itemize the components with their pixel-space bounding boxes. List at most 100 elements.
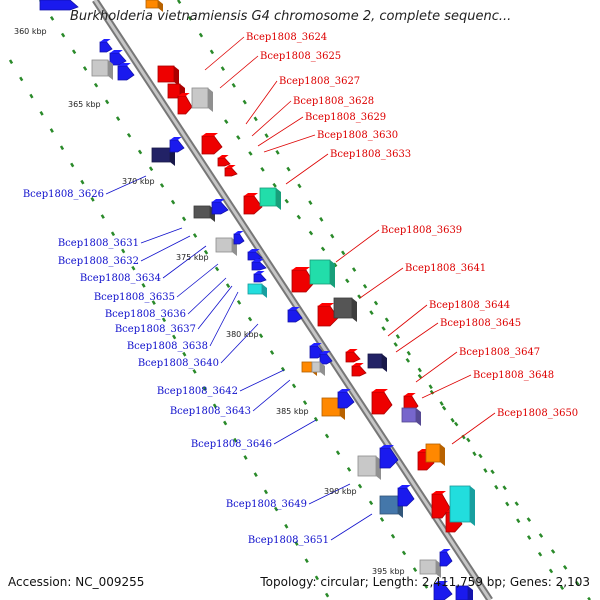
- tick-label: 360 kbp: [14, 27, 47, 36]
- gene-arrow-top: [225, 165, 236, 168]
- gene-arrow: [169, 139, 185, 153]
- leader-line: [209, 291, 239, 347]
- gene-feature: [117, 63, 135, 81]
- tick-label: 375 kbp: [176, 253, 209, 262]
- gene-feature: [439, 549, 453, 567]
- leader-line: [220, 323, 259, 364]
- leader-line: [451, 412, 496, 445]
- tick-label: 365 kbp: [68, 100, 101, 109]
- gene-arrow: [224, 167, 238, 177]
- gene-arrow-top: [252, 259, 264, 262]
- leader-line: [387, 304, 428, 337]
- gene-box-side: [382, 354, 387, 372]
- gene-feature: [251, 259, 267, 271]
- gc-dot-track-1: [8, 59, 332, 600]
- gene-box-side: [470, 486, 475, 526]
- tick-label: 370 kbp: [122, 177, 155, 186]
- leader-line: [263, 134, 316, 153]
- gene-box: [333, 297, 353, 319]
- leader-line: [252, 379, 291, 412]
- gene-label-forward: Bcep1808_3627: [279, 76, 360, 87]
- gene-label-forward: Bcep1808_3644: [429, 300, 510, 311]
- gene-arrow-top: [218, 155, 229, 158]
- gene-feature: [379, 445, 399, 469]
- gene-label-reverse: Bcep1808_3637: [115, 324, 196, 335]
- gene-label-forward: Bcep1808_3645: [440, 318, 521, 329]
- gene-feature: [191, 87, 213, 112]
- gene-feature: [367, 353, 387, 372]
- gene-arrow-top: [352, 363, 364, 366]
- gene-arrow-top: [318, 303, 334, 306]
- gene-arrow-top: [346, 349, 358, 352]
- gene-feature: [169, 137, 185, 153]
- gene-arrow: [217, 157, 231, 167]
- gene-feature: [311, 361, 325, 376]
- gene-feature: [425, 443, 445, 466]
- gene-arrow-top: [118, 63, 131, 66]
- gene-box-side: [330, 260, 335, 288]
- gene-arrow-top: [372, 389, 388, 392]
- gene-feature: [243, 193, 263, 215]
- gene-box-side: [468, 586, 473, 600]
- gene-label-reverse: Bcep1808_3638: [127, 341, 208, 352]
- accession-text: Accession: NC_009255: [8, 575, 145, 589]
- gene-feature: [217, 155, 231, 167]
- gene-label-reverse: Bcep1808_3626: [23, 189, 104, 200]
- gene-arrow: [251, 261, 267, 271]
- gene-label-forward: Bcep1808_3639: [381, 225, 462, 236]
- gene-arrow-top: [292, 267, 310, 270]
- gene-label-forward: Bcep1808_3648: [473, 370, 554, 381]
- gene-box: [259, 187, 277, 207]
- gene-feature: [371, 389, 393, 415]
- gene-box: [425, 443, 441, 463]
- gene-box: [419, 559, 437, 575]
- gene-box: [193, 205, 211, 219]
- gc-dot-track-2: [176, 0, 572, 600]
- gene-arrow: [177, 95, 193, 115]
- gene-feature: [455, 585, 473, 600]
- gene-box: [151, 147, 171, 163]
- gene-arrow: [371, 391, 393, 415]
- gene-label-forward: Bcep1808_3650: [497, 408, 578, 419]
- gene-arrow-top: [100, 39, 111, 42]
- leader-line: [105, 175, 147, 195]
- leader-line: [197, 285, 233, 330]
- gene-box: [191, 87, 209, 109]
- gene-label-forward: Bcep1808_3641: [405, 263, 486, 274]
- gene-feature: [109, 50, 127, 66]
- gene-feature: [253, 271, 267, 283]
- gene-arrow: [99, 41, 113, 53]
- gene-arrow: [201, 135, 223, 155]
- leader-line: [273, 419, 317, 445]
- gene-feature: [157, 65, 179, 86]
- tick-label: 390 kbp: [324, 487, 357, 496]
- gene-feature: [337, 389, 355, 409]
- gene-label-reverse: Bcep1808_3636: [105, 309, 186, 320]
- gene-arrow: [243, 195, 263, 215]
- gene-arrow-top: [212, 199, 225, 202]
- leader-line: [330, 513, 373, 541]
- gene-arrow-top: [110, 50, 123, 53]
- gene-arrow: [39, 0, 79, 11]
- leader-line: [308, 483, 351, 505]
- leader-line: [162, 245, 207, 279]
- gene-box: [357, 455, 377, 477]
- map-title: Burkholderia vietnamiensis G4 chromosome…: [70, 9, 512, 24]
- gene-arrow: [397, 487, 415, 507]
- gene-feature: [99, 39, 113, 53]
- gene-box: [321, 397, 341, 417]
- tick-label: 395 kbp: [372, 567, 405, 576]
- gene-feature: [224, 165, 238, 177]
- gene-arrow-top: [380, 445, 394, 448]
- gene-arrow-top: [432, 491, 446, 494]
- gene-label-reverse: Bcep1808_3649: [226, 499, 307, 510]
- gene-feature: [357, 455, 381, 480]
- gene-arrow-top: [244, 193, 258, 196]
- leader-line: [251, 100, 292, 137]
- gene-box: [157, 65, 175, 83]
- gene-box-side: [208, 88, 213, 112]
- gene-label-reverse: Bcep1808_3635: [94, 292, 175, 303]
- gene-label-forward: Bcep1808_3630: [317, 130, 398, 141]
- topology-summary: Topology: circular; Length: 2,411,759 bp…: [260, 575, 590, 589]
